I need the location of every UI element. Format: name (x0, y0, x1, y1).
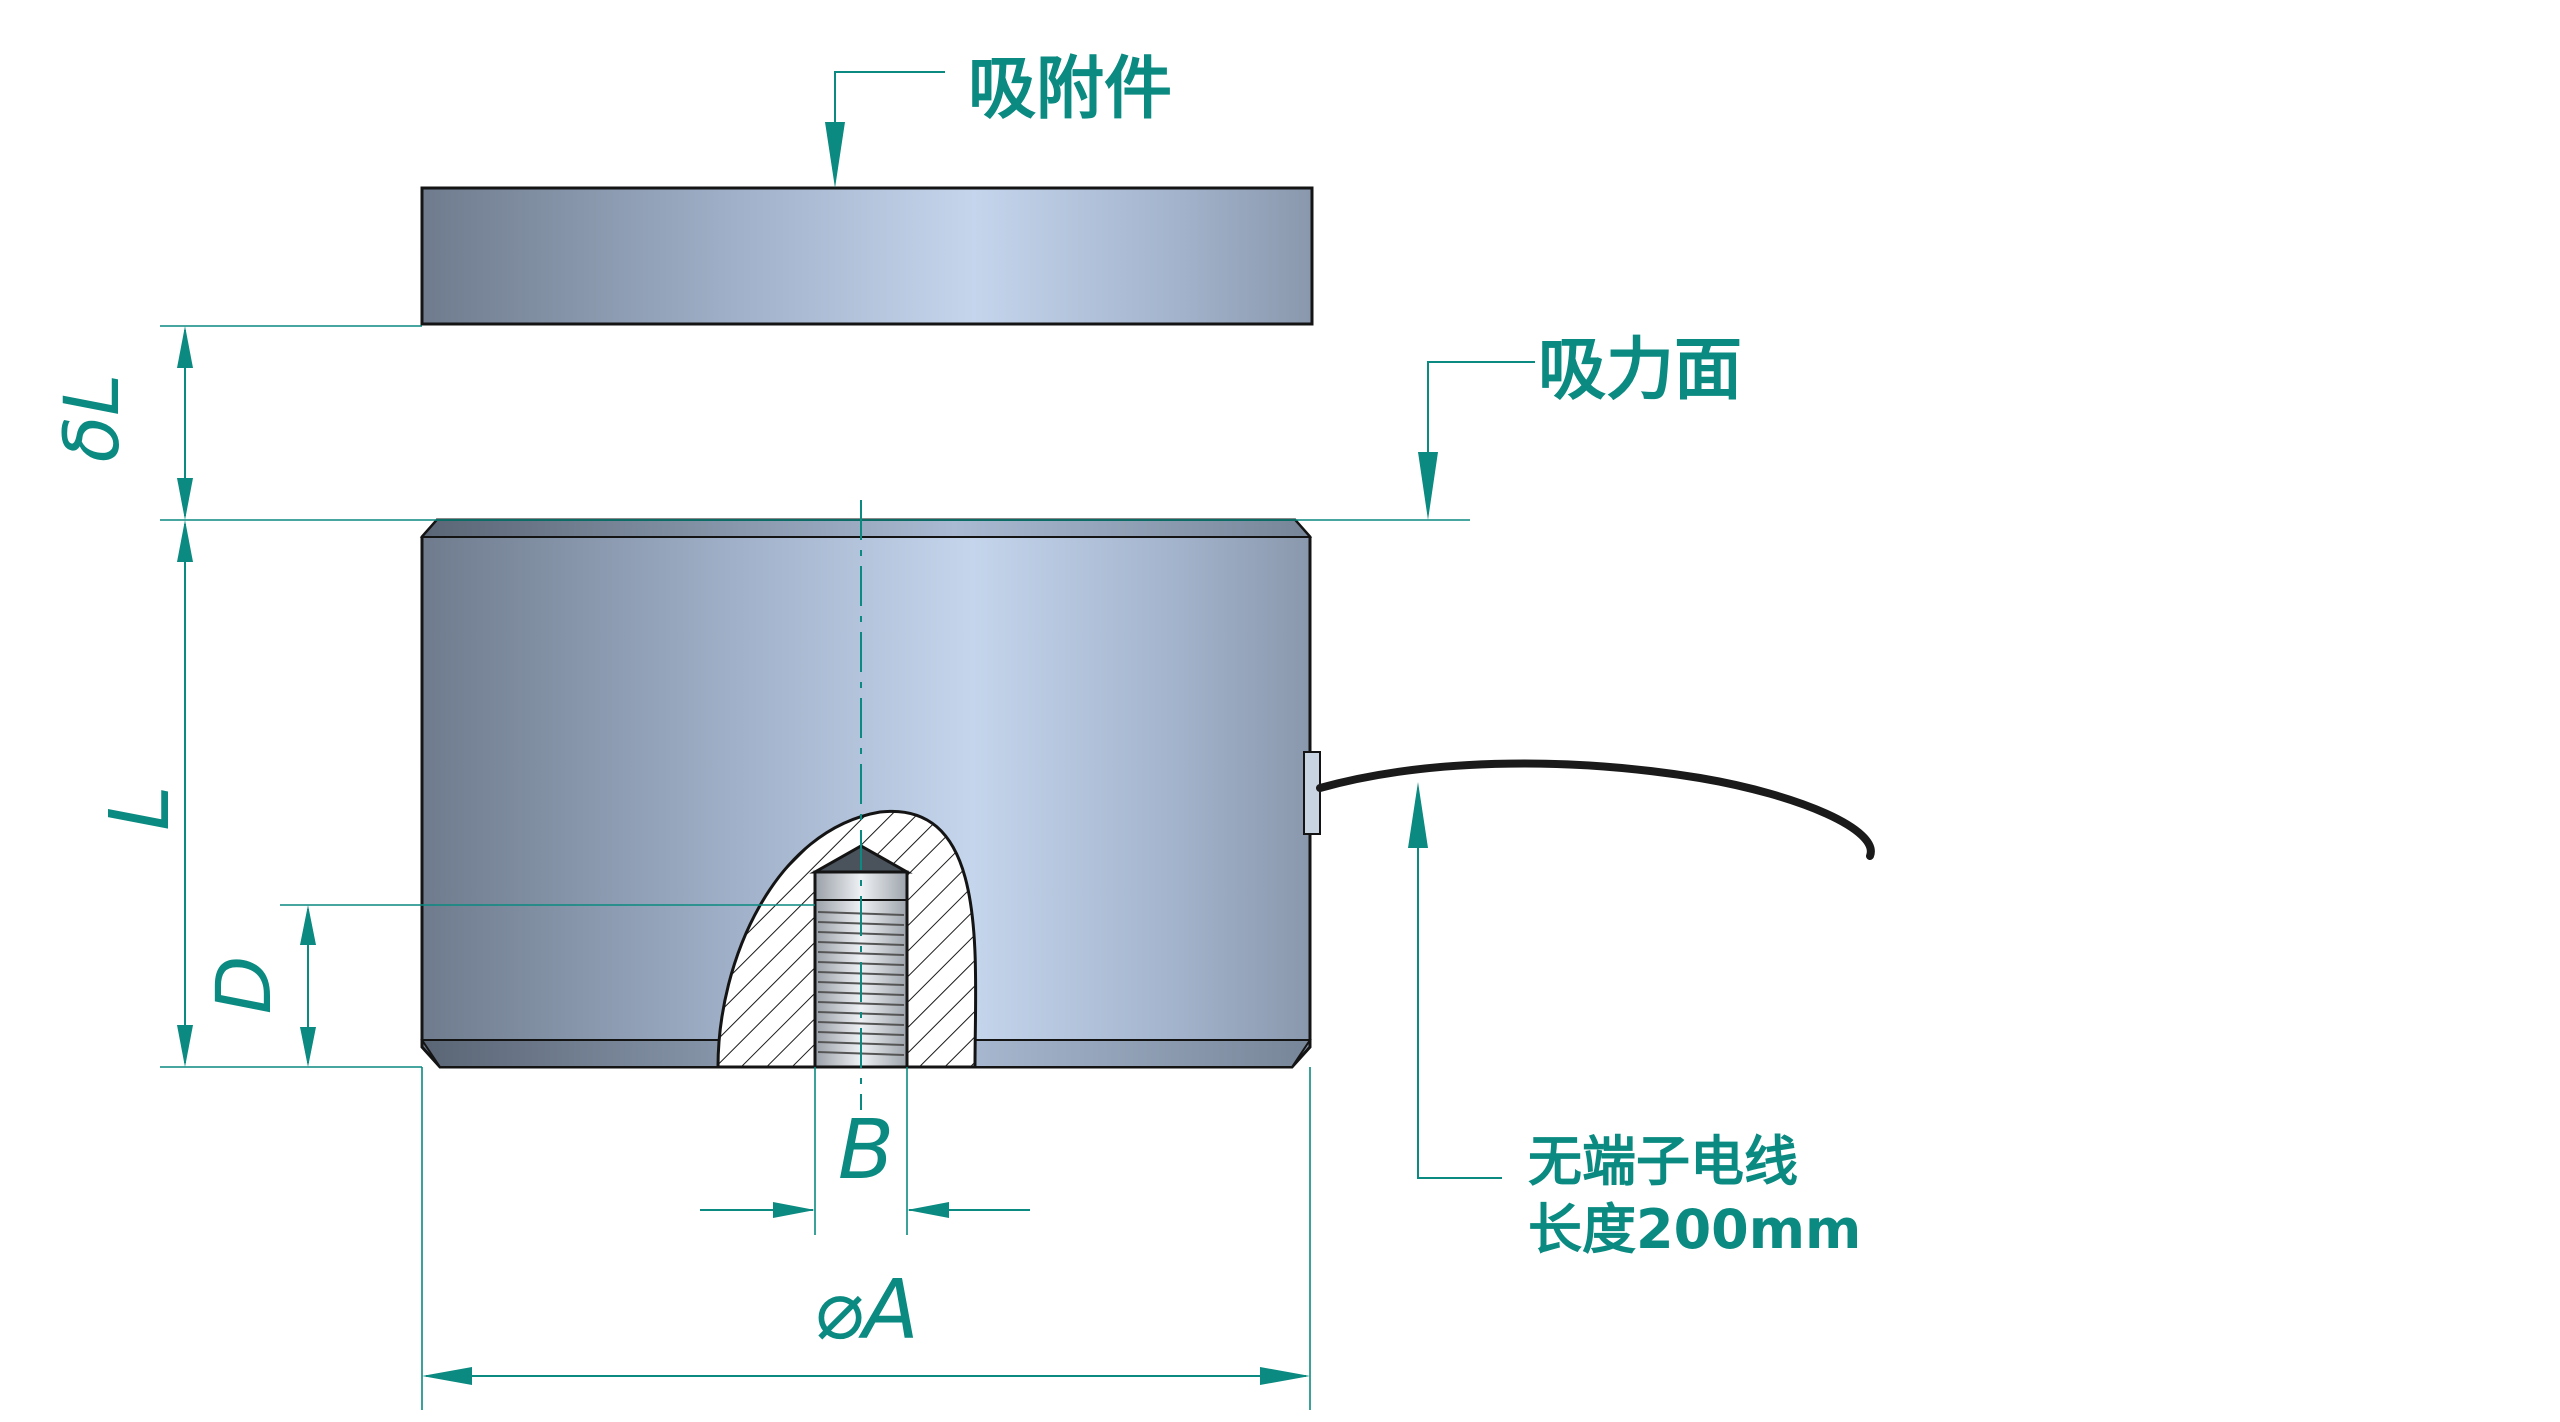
dimension-outer-dia-label: ⌀A (813, 1263, 918, 1358)
dimension-thread-depth (300, 905, 316, 1067)
extension-lines (160, 325, 1470, 1410)
leader-attachment (825, 71, 945, 188)
dimension-height-label: L (93, 785, 188, 831)
thread-line (817, 941, 905, 946)
label-suction-face: 吸力面 (1538, 331, 1742, 410)
thread-line (817, 1001, 905, 1006)
dimension-thread-dia (700, 1202, 1030, 1218)
leader-cable (1408, 782, 1502, 1179)
dimension-outer-dia (422, 1367, 1310, 1385)
label-attachment: 吸附件 (968, 50, 1172, 129)
thread-line (817, 1021, 905, 1026)
cable (1303, 751, 1875, 860)
label-cable-line2: 长度200mm (1528, 1198, 1861, 1261)
thread-line (817, 951, 905, 956)
label-cable-line1: 无端子电线 (1528, 1130, 1798, 1193)
dimension-height (177, 520, 193, 1067)
attachment-plate (420, 186, 1314, 326)
leader-suction-face (1418, 361, 1535, 520)
dimension-thread-dia-label: B (838, 1103, 894, 1198)
dimension-gap (177, 326, 193, 520)
dimension-thread-depth-label: D (199, 956, 288, 1015)
dimension-gap-label: δL (47, 374, 136, 463)
